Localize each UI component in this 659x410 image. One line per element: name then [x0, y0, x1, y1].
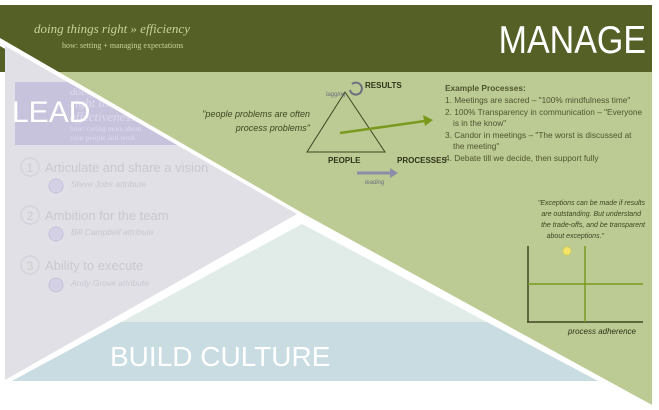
lead-tagline-3: effectiveness — [70, 109, 136, 124]
svg-text:Example Processes:: Example Processes: — [445, 83, 526, 93]
lead-item-3: 3 Ability to execute Andy Grove attribut… — [20, 255, 149, 293]
svg-text:is in the know": is in the know" — [453, 118, 506, 128]
svg-text:3: 3 — [27, 259, 34, 273]
svg-text:lagging: lagging — [326, 92, 346, 98]
lead-item-attribute: Andy Grove attribute — [70, 278, 149, 288]
insight-arrow — [339, 119, 426, 135]
lead-item-label: Ability to execute — [45, 258, 143, 273]
divider-line — [0, 38, 652, 408]
culture-band — [12, 322, 598, 381]
manage-how: how: setting + managing expectations — [62, 41, 183, 50]
svg-text:1. Meetings are sacred – "100%: 1. Meetings are sacred – "100% mindfulne… — [445, 95, 630, 105]
svg-text:PROCESSES: PROCESSES — [397, 156, 447, 165]
manage-tagline: doing things right » efficiency — [34, 21, 190, 36]
svg-text:about exceptions.": about exceptions." — [547, 233, 605, 240]
culture-title: BUILD CULTURE — [110, 341, 330, 372]
lead-how-1: how: caring more about — [70, 124, 142, 133]
example-processes: Example Processes: 1. Meetings are sacre… — [445, 83, 642, 163]
svg-text:2. 100% Transparency in commun: 2. 100% Transparency in communication – … — [445, 107, 642, 117]
svg-text:1: 1 — [27, 161, 34, 175]
manage-quote-2: process problems" — [235, 123, 311, 133]
svg-text:the trade-offs, and be transpa: the trade-offs, and be transparent — [541, 222, 646, 229]
manage-header-band — [0, 5, 652, 72]
lead-item-label: Ambition for the team — [45, 208, 169, 223]
results-triangle: RESULTS PEOPLE PROCESSES lagging leading — [306, 81, 447, 186]
svg-text:3. Candor in meetings – "The w: 3. Candor in meetings – "The worst is di… — [445, 130, 632, 140]
face-icon — [48, 226, 64, 242]
svg-text:2: 2 — [27, 209, 34, 223]
quadrant-chart: process adherence — [527, 246, 643, 336]
lead-item-2: 2 Ambition for the team Bill Campbell at… — [20, 205, 169, 242]
lead-item-attribute: Steve Jobs attribute — [71, 179, 146, 189]
lead-item-1: 1 Articulate and share a vision Steve Jo… — [20, 157, 208, 194]
manage-region — [0, 40, 652, 405]
sun-icon — [562, 246, 572, 256]
svg-text:PEOPLE: PEOPLE — [328, 156, 361, 165]
lead-item-attribute: Bill Campbell attribute — [71, 227, 154, 237]
manage-title: MANAGE — [499, 18, 646, 62]
lead-how-2: your people and work — [70, 133, 136, 142]
lead-title: LEAD — [12, 96, 90, 129]
history-icon — [349, 81, 363, 96]
svg-text:4. Debate till we decide, then: 4. Debate till we decide, then support f… — [445, 153, 599, 163]
svg-text:leading: leading — [365, 180, 385, 186]
svg-text:the meeting": the meeting" — [453, 141, 499, 151]
arrow-head-icon — [390, 168, 398, 178]
face-icon — [48, 178, 64, 194]
exceptions-quote: "Exceptions can be made if results are o… — [538, 200, 646, 240]
face-icon — [48, 277, 64, 293]
svg-text:RESULTS: RESULTS — [365, 81, 402, 90]
chart-xlabel: process adherence — [567, 327, 637, 336]
manage-quote-1: "people problems are often — [202, 109, 310, 119]
svg-text:are outstanding. But understan: are outstanding. But understand — [541, 211, 642, 218]
arrow-head-icon — [423, 115, 433, 126]
lead-item-label: Articulate and share a vision — [45, 160, 208, 175]
svg-text:"Exceptions can be made if res: "Exceptions can be made if results — [538, 200, 646, 207]
